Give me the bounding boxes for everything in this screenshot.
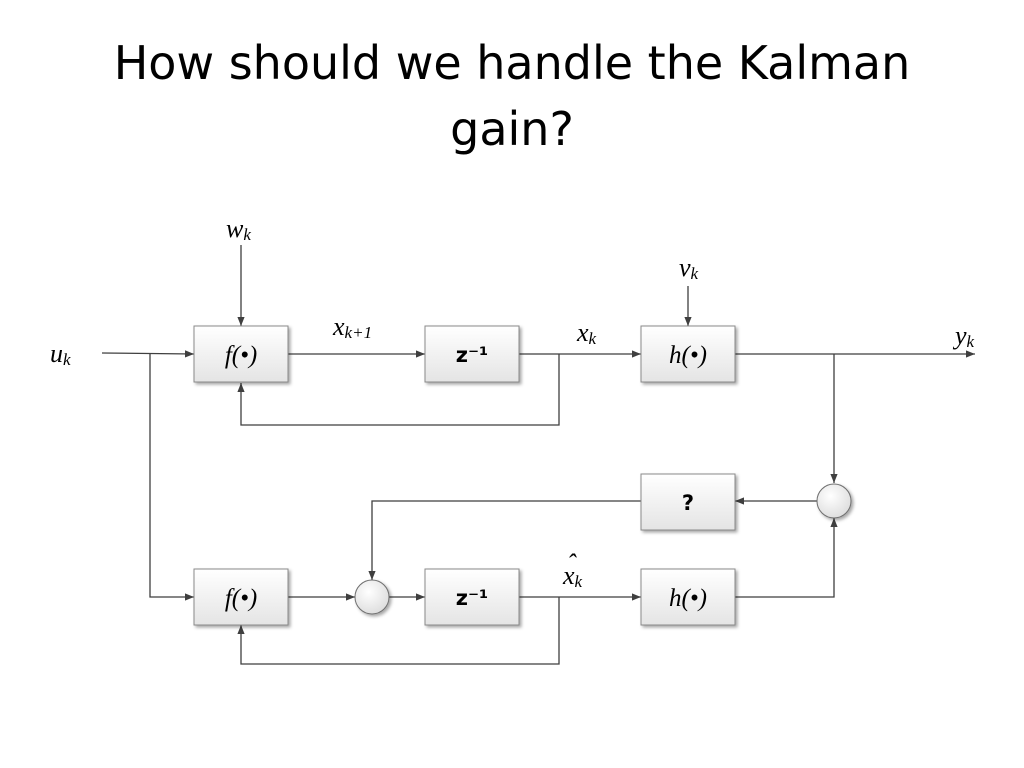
block-delay-bottom-label: z⁻¹ [456,586,489,610]
block-gain-rect [640,473,736,531]
block-h-top-rect [640,325,736,383]
block-gain-label: ? [682,491,694,515]
block-f-bottom-rect [193,568,289,626]
xhat-feedback-arrow [237,597,560,665]
block-delay-top-rect [424,325,520,383]
block-f-top: f(•) [193,325,289,383]
signal-label-w: wk [226,214,251,244]
block-h-bottom-rect [640,568,736,626]
slide-title: How should we handle the Kalman gain? [60,30,964,162]
block-h-top: h(•) [640,325,736,383]
gain-to-sum-arrow [368,500,641,580]
block-h-top-label: h(•) [669,342,707,369]
signal-label-v: vk [679,253,699,283]
u-to-f-top-arrow [101,350,195,358]
block-delay-bottom: z⁻¹ [424,568,520,626]
signal-label-x: xk [576,318,597,348]
signal-label-x-next: xk+1 [332,312,372,342]
block-delay-top: z⁻¹ [424,325,520,383]
block-delay-top-label: z⁻¹ [456,343,489,367]
title-line-1: How should we handle the Kalman [113,36,911,90]
summing-junction-residual [816,483,852,519]
block-f-bottom-label: f(•) [225,585,257,612]
u-to-f-bottom-arrow [149,354,194,601]
connections [101,245,975,665]
block-gain: ? [640,473,736,531]
signal-label-x-hat: xk [562,561,583,591]
signal-label-x-hat-accent: ˆ [567,549,577,578]
title-line-2: gain? [450,102,574,156]
yhat-to-sum-arrow [735,518,838,598]
block-delay-bottom-rect [424,568,520,626]
block-h-bottom: h(•) [640,568,736,626]
x-feedback-arrow [237,354,560,426]
block-f-top-label: f(•) [225,342,257,369]
signal-label-y: yk [952,321,975,351]
signal-label-u: uk [50,339,71,369]
summing-junction-update [354,579,390,615]
block-h-bottom-label: h(•) [669,585,707,612]
block-f-top-rect [193,325,289,383]
block-f-bottom: f(•) [193,568,289,626]
